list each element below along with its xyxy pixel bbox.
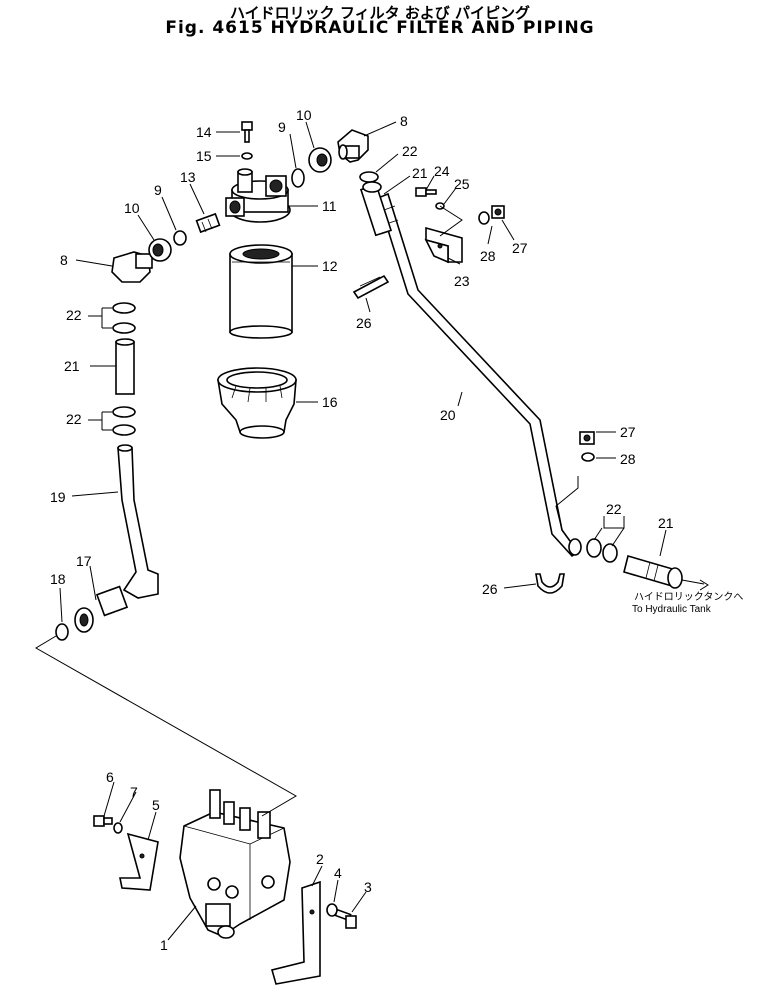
- callout-5: 5: [152, 797, 160, 813]
- hose-21-lower: [623, 554, 683, 589]
- callout-11: 11: [322, 198, 337, 214]
- callout-23: 23: [454, 273, 470, 289]
- callout-labels: 14 15 13 9 10 8 9 10 8 22 11 12 16 21 24…: [50, 107, 674, 953]
- control-valve-1: [179, 789, 291, 939]
- callout-12: 12: [322, 258, 338, 274]
- callout-8-left: 8: [60, 252, 68, 268]
- washer-28-upper: [478, 211, 490, 225]
- o-ring-9-left: [173, 230, 187, 246]
- callout-21-top: 21: [412, 165, 428, 181]
- callout-25: 25: [454, 176, 470, 192]
- callout-27-upper: 27: [512, 240, 528, 256]
- fitting-17: [74, 585, 129, 633]
- callout-14: 14: [196, 124, 212, 140]
- nut-10-right: [308, 147, 332, 173]
- clamps-22-lower: [586, 538, 618, 563]
- clamp-22-left-a: [112, 302, 136, 314]
- clip-26-upper: [352, 274, 390, 300]
- bolt-6: [93, 815, 113, 827]
- callout-27-lower: 27: [620, 424, 636, 440]
- callout-21-lower: 21: [658, 515, 674, 531]
- callout-13: 13: [180, 169, 196, 185]
- tank-note-japanese: ハイドロリックタンクへ: [634, 591, 743, 603]
- callout-21-left: 21: [64, 358, 80, 374]
- clamp-22-left-b: [112, 322, 136, 334]
- nut-10-left: [148, 238, 172, 262]
- callout-26-lower: 26: [482, 581, 498, 597]
- callout-19: 19: [50, 489, 66, 505]
- filter-bowl-16: [217, 367, 297, 439]
- callout-10-right: 10: [296, 107, 312, 123]
- callout-2: 2: [316, 851, 324, 867]
- bracket-23: [424, 226, 463, 264]
- callout-10-left: 10: [124, 200, 140, 216]
- clamp-22-top-b: [362, 181, 382, 193]
- washer-28-lower: [581, 452, 595, 462]
- title-japanese: ハイドロリック フィルタ および パイピング: [229, 4, 531, 22]
- callout-15: 15: [196, 148, 212, 164]
- bolt-24: [415, 187, 437, 197]
- nut-27-lower: [579, 431, 595, 445]
- tank-note-english: To Hydraulic Tank: [632, 604, 712, 615]
- callout-22-left-lower: 22: [66, 411, 82, 427]
- o-ring-9-right: [291, 168, 305, 188]
- callout-6: 6: [106, 769, 114, 785]
- callout-8-right: 8: [400, 113, 408, 129]
- callout-22-top: 22: [402, 143, 418, 159]
- callout-4: 4: [334, 865, 342, 881]
- callout-28-lower: 28: [620, 451, 636, 467]
- o-ring-18: [55, 623, 69, 641]
- callout-24: 24: [434, 163, 450, 179]
- clamp-22-left-c: [112, 406, 136, 418]
- connection-line: [35, 635, 297, 817]
- clamp-22-left-d: [112, 424, 136, 436]
- bolt-14: [241, 121, 253, 143]
- callout-26-upper: 26: [356, 315, 372, 331]
- filter-head-11: [225, 168, 291, 223]
- callout-20: 20: [440, 407, 456, 423]
- elbow-13: [195, 212, 221, 234]
- bracket-2: [271, 880, 321, 985]
- clamp-22-top-a: [359, 171, 379, 183]
- callout-18: 18: [50, 571, 66, 587]
- callout-22-left-upper: 22: [66, 307, 82, 323]
- u-bolt-26: [535, 573, 565, 594]
- callout-17: 17: [76, 553, 92, 569]
- washer-15: [241, 152, 253, 160]
- callout-28-upper: 28: [480, 248, 496, 264]
- washer-7: [113, 822, 123, 834]
- nut-27-upper: [491, 205, 505, 219]
- bolt-3: [334, 908, 357, 929]
- callout-9-left: 9: [154, 182, 162, 198]
- elbow-8-left: [111, 251, 153, 283]
- callout-1: 1: [160, 937, 168, 953]
- leader-lines: [59, 121, 709, 941]
- elbow-8-right: [337, 129, 369, 163]
- figure-title: Fig. 4615 HYDRAULIC FILTER AND PIPING: [165, 18, 595, 38]
- callout-16: 16: [322, 394, 338, 410]
- filter-element-12: [229, 244, 293, 339]
- pipe-20: [377, 192, 582, 558]
- callout-3: 3: [364, 879, 372, 895]
- callout-9-right: 9: [278, 119, 286, 135]
- callout-22-lower: 22: [606, 501, 622, 517]
- hose-21-left: [115, 338, 135, 395]
- pipe-19: [117, 444, 159, 599]
- bracket-5: [119, 832, 159, 891]
- callout-7: 7: [130, 784, 138, 800]
